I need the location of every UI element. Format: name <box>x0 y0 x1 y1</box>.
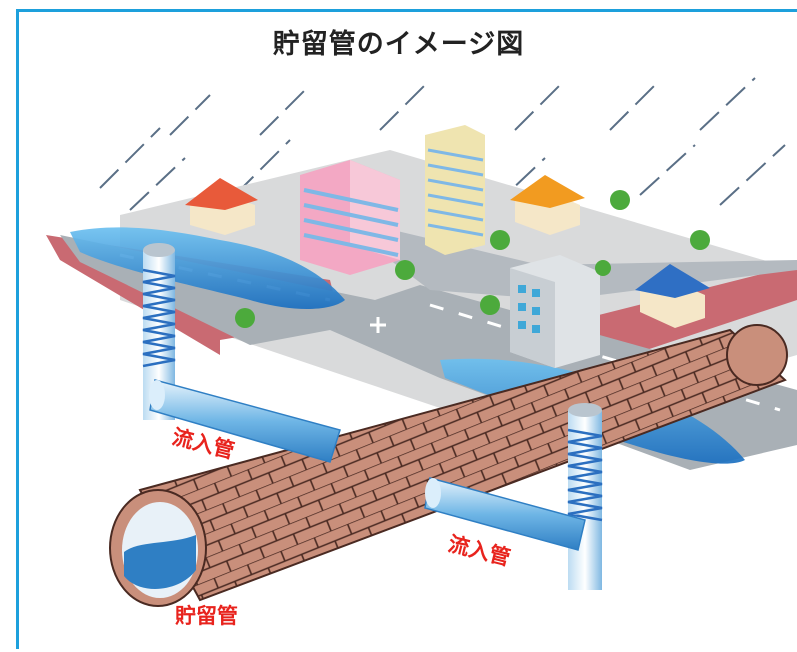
house-red-roof <box>185 178 258 235</box>
building-grey <box>510 255 600 368</box>
building-pink <box>300 160 400 275</box>
storage-pipe-far-end <box>726 324 788 386</box>
inflow-pipe-right-structure <box>424 403 603 590</box>
trees <box>235 190 710 328</box>
storage-pipe-label: 貯留管 <box>175 604 238 628</box>
diagram-title: 貯留管のイメージ図 <box>272 29 525 60</box>
house-blue-roof <box>635 264 710 328</box>
house-orange-roof <box>510 175 585 235</box>
flood-water-left <box>70 227 345 309</box>
building-tall-yellow <box>425 125 485 255</box>
inflow-pipe-left-structure <box>142 243 341 463</box>
diagram-frame <box>16 9 797 649</box>
